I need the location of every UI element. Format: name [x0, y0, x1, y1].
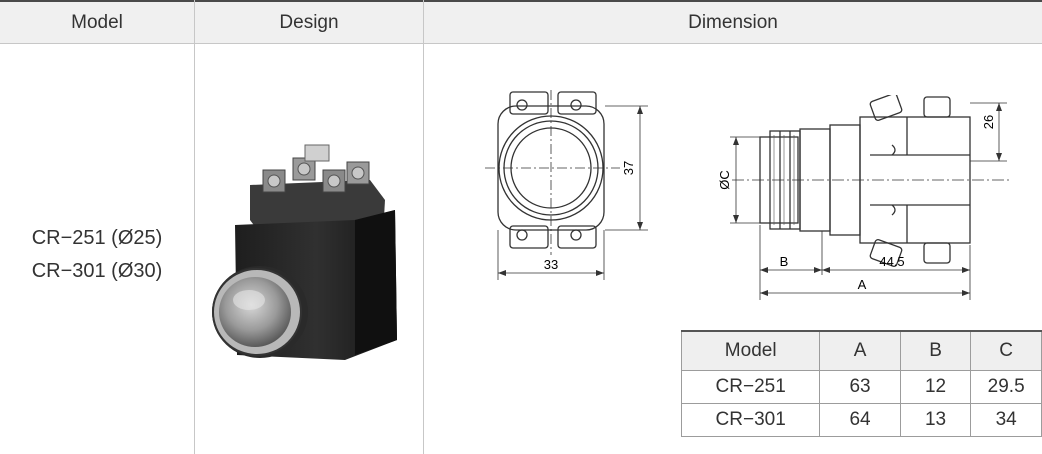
- table-header-row: Model A B C: [680, 330, 1042, 371]
- model-name: CR−251 (Ø25): [31, 227, 163, 249]
- side-length-label: 44.5: [879, 254, 904, 269]
- dim-header-cell: A: [819, 330, 901, 371]
- dim-cell: CR−251: [680, 370, 821, 404]
- dim-cell: 12: [899, 370, 972, 404]
- column-divider: [423, 0, 424, 454]
- side-a-label: A: [858, 277, 867, 292]
- front-width-label: 33: [544, 257, 558, 272]
- dim-cell: 34: [970, 403, 1042, 437]
- pushbutton-photo: [212, 144, 397, 360]
- front-height-label: 37: [621, 161, 636, 175]
- dim-cell: 13: [899, 403, 972, 437]
- dim-cell: 64: [819, 403, 901, 437]
- side-b-label: B: [780, 254, 789, 269]
- dim-header-cell: C: [970, 330, 1042, 371]
- side-height-label: 26: [981, 115, 996, 129]
- column-divider: [194, 0, 195, 454]
- model-name: CR−301 (Ø30): [31, 260, 163, 282]
- side-view-drawing: ØC 26 B 44.5 A: [717, 95, 1012, 300]
- table-row: CR−251 63 12 29.5: [680, 370, 1042, 404]
- header-dimension: Dimension: [688, 12, 778, 33]
- dim-cell: CR−301: [680, 403, 821, 437]
- model-list: CR−251 (Ø25) CR−301 (Ø30): [0, 222, 194, 288]
- table-header: Model Design Dimension: [0, 0, 1042, 44]
- dim-cell: 29.5: [970, 370, 1042, 404]
- dim-cell: 63: [819, 370, 901, 404]
- dim-header-cell: Model: [680, 330, 821, 371]
- header-design: Design: [279, 12, 339, 33]
- front-view-drawing: 37 33: [485, 90, 648, 280]
- header-model: Model: [71, 12, 123, 33]
- side-diameter-label: ØC: [717, 170, 732, 190]
- dimension-table: Model A B C CR−251 63 12 29.5 CR−301 64 …: [680, 330, 1042, 437]
- dim-header-cell: B: [899, 330, 972, 371]
- table-row: CR−301 64 13 34: [680, 403, 1042, 437]
- button-lens: [219, 277, 291, 347]
- terminal-screws: [262, 144, 370, 193]
